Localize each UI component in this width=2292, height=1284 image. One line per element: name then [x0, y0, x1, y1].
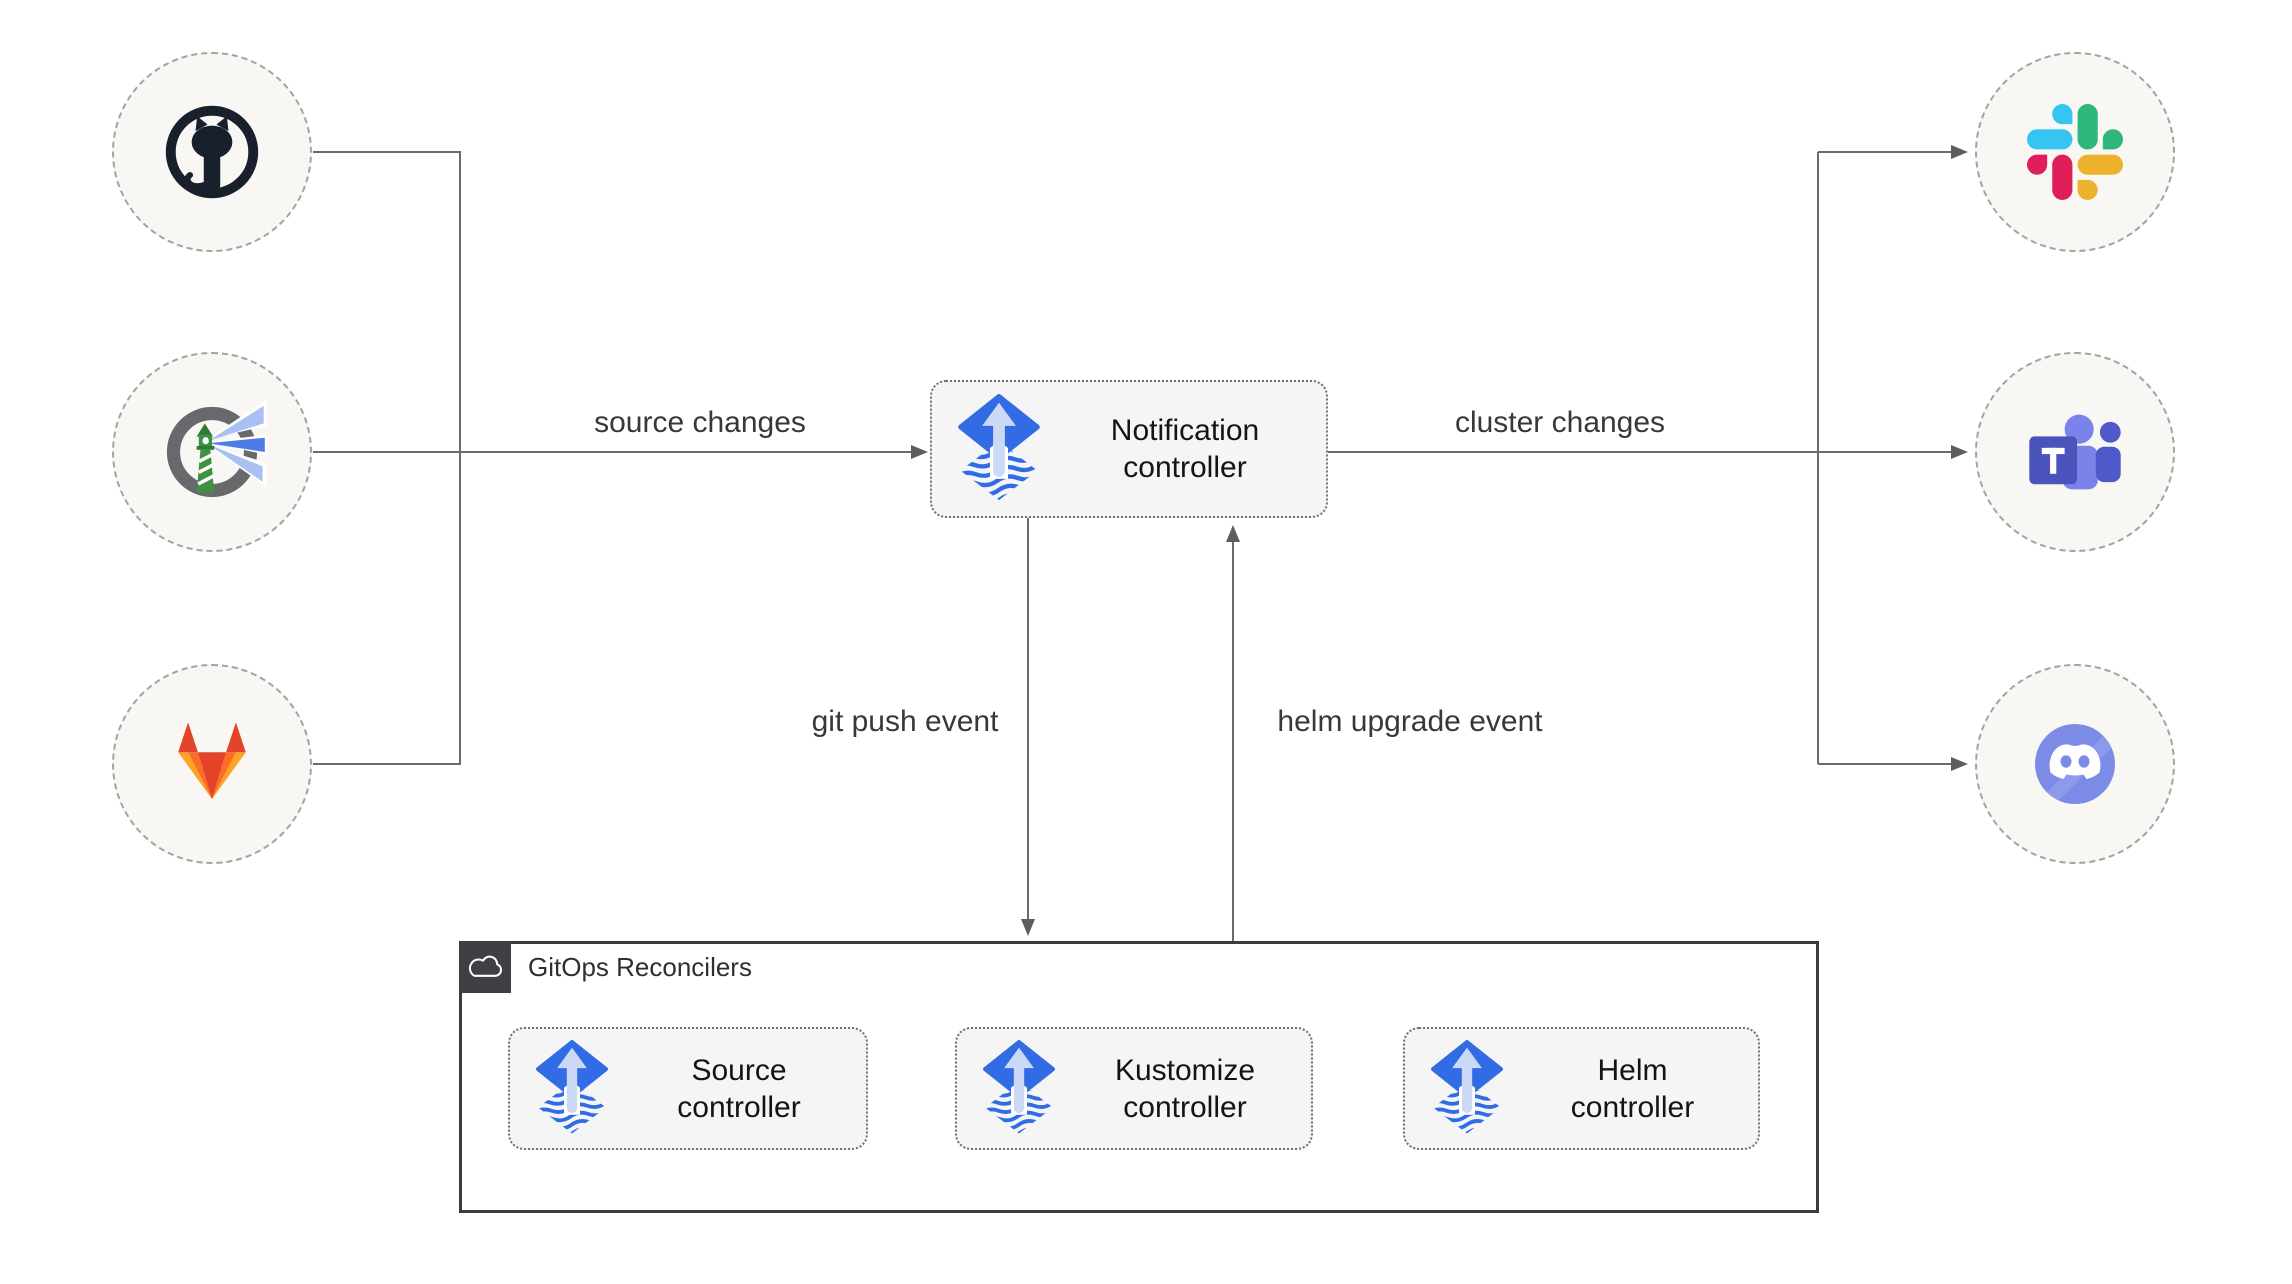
- flux-icon: [1431, 1040, 1503, 1137]
- label-line: Source: [691, 1053, 787, 1087]
- discord-icon: [2035, 724, 2115, 804]
- label-line: controller: [1123, 451, 1247, 484]
- kustomize-controller-label: Kustomize controller: [1075, 1052, 1295, 1126]
- notification-controller-node: Notification controller: [930, 380, 1328, 518]
- label-line: Helm: [1597, 1053, 1668, 1087]
- cloud-badge: [459, 941, 511, 993]
- slack-icon: [2027, 104, 2123, 200]
- source-controller-label: Source controller: [628, 1052, 850, 1126]
- gitlab-node: [112, 664, 312, 864]
- source-controller-node: Source controller: [508, 1027, 868, 1150]
- edge-label-helm-upgrade-event: helm upgrade event: [1277, 705, 1543, 738]
- flux-icon: [983, 1040, 1055, 1137]
- github-icon: [165, 105, 259, 199]
- label-line: Notification: [1110, 414, 1260, 447]
- cloud-icon: [468, 955, 503, 977]
- harbor-node: [112, 352, 312, 552]
- container-title: GitOps Reconcilers: [528, 952, 752, 982]
- kustomize-controller-node: Kustomize controller: [955, 1027, 1313, 1150]
- teams-node: [1975, 352, 2175, 552]
- label-line: controller: [1123, 1090, 1247, 1124]
- edge-label-source-changes: source changes: [594, 406, 806, 439]
- harbor-icon: [166, 399, 267, 498]
- notification-controller-label: Notification controller: [1060, 412, 1310, 486]
- edge-label-cluster-changes: cluster changes: [1454, 406, 1666, 439]
- github-node: [112, 52, 312, 252]
- discord-node: [1975, 664, 2175, 864]
- label-line: Kustomize: [1114, 1053, 1256, 1087]
- gitlab-icon: [178, 722, 246, 800]
- label-line: controller: [1570, 1090, 1695, 1124]
- slack-node: [1975, 52, 2175, 252]
- left-source-bus-line: [313, 151, 461, 765]
- helm-controller-node: Helm controller: [1403, 1027, 1760, 1150]
- edge-label-git-push-event: git push event: [811, 705, 999, 738]
- label-line: controller: [677, 1090, 801, 1124]
- flux-icon: [958, 394, 1040, 504]
- microsoft-teams-icon: [2029, 414, 2121, 490]
- flux-icon: [536, 1040, 608, 1137]
- helm-controller-label: Helm controller: [1523, 1052, 1742, 1126]
